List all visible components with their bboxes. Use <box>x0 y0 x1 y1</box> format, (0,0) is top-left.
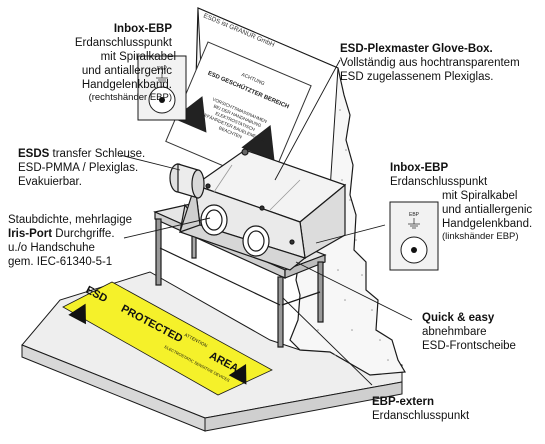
staubdicht-line2: u./o Handschuhe <box>8 242 95 254</box>
glove-box <box>169 148 347 271</box>
inbox-right-line1: Erdanschlusspunkt <box>390 176 488 188</box>
inbox-left-line1: Erdanschlusspunkt <box>74 37 172 49</box>
inbox-right-line2: mit Spiralkabel <box>442 190 518 202</box>
esds-title: ESDS <box>18 148 50 160</box>
quick-line2: ESD-Frontscheibe <box>422 340 516 352</box>
ebp-box-right: EBP <box>389 201 439 271</box>
ebp-extern-title: EBP-extern <box>372 396 434 408</box>
quick-title: Quick & easy <box>422 312 495 324</box>
label-ebp-extern: EBP-extern Erdanschlusspunkt <box>372 395 469 423</box>
inbox-left-line2: mit Spiralkabel <box>100 51 176 63</box>
ebp-box-left: EBP <box>137 55 187 121</box>
staubdicht-line3: gem. IEC-61340-5-1 <box>8 256 113 268</box>
plexmaster-line1: Vollständig aus hochtransparentem <box>340 57 520 69</box>
label-esds: ESDS transfer Schleuse. ESD-PMMA / Plexi… <box>18 147 145 189</box>
wall-warning-sign: ACHTUNG ESD GESCHÜTZTER BEREICH VORSICHT… <box>165 41 312 186</box>
label-inbox-left: Inbox-EBP Erdanschlusspunkt mit Spiralka… <box>10 22 176 104</box>
inbox-right-line3: und antiallergenic <box>442 204 533 216</box>
staubdicht-line1: Staubdichte, mehrlagige <box>8 214 133 226</box>
ebp-extern-line1: Erdanschlusspunkt <box>372 410 470 422</box>
inbox-left-line3: und antiallergenic <box>81 65 172 77</box>
inbox-left-line5: (rechtshänder EBP) <box>88 92 172 103</box>
plexmaster-line2: ESD zugelassenem Plexiglas. <box>340 71 494 83</box>
staubdicht-title-rest: Durchgriffe. <box>52 228 115 240</box>
quick-line1: abnehmbare <box>422 326 487 338</box>
plexmaster-title: ESD-Plexmaster Glove-Box. <box>340 43 493 55</box>
label-staubdicht: Staubdichte, mehrlagige Iris-Port Durchg… <box>8 213 132 269</box>
staubdicht-title: Iris-Port <box>8 228 53 240</box>
esds-line1: ESD-PMMA / Plexiglas. <box>18 162 139 174</box>
leader-lines <box>119 59 413 386</box>
inbox-right-title: Inbox-EBP <box>390 162 449 174</box>
label-plexmaster: ESD-Plexmaster Glove-Box. Vollständig au… <box>340 42 520 84</box>
inbox-right-line5: (linkshänder EBP) <box>442 231 519 242</box>
label-quick-easy: Quick & easy abnehmbare ESD-Frontscheibe <box>422 311 516 353</box>
ebp-box-left-label: EBP <box>157 66 168 72</box>
floor-mat: ESD PROTECTED ATTENTION ELECTROSTATIC SE… <box>62 281 273 396</box>
ebp-box-right-label: EBP <box>409 212 420 218</box>
esds-title-rest: transfer Schleuse. <box>49 148 146 160</box>
inbox-right-line4: Handgelenkband. <box>442 218 533 230</box>
esds-line2: Evakuierbar. <box>18 176 82 188</box>
label-inbox-right: Inbox-EBP Erdanschlusspunkt mit Spiralka… <box>390 161 532 243</box>
inbox-left-title: Inbox-EBP <box>113 23 172 35</box>
inbox-left-line4: Handgelenkband. <box>81 79 172 91</box>
